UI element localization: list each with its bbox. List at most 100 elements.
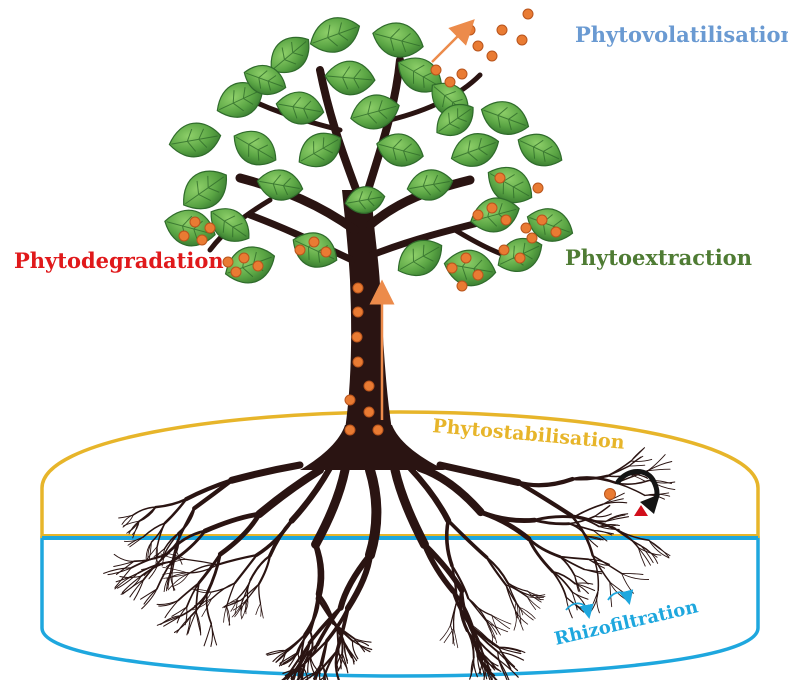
root [630,447,646,462]
root [516,476,575,488]
root [171,606,188,617]
root [187,563,219,575]
root [498,646,512,670]
root [505,584,520,608]
root [323,676,325,680]
root [113,553,135,562]
root [497,651,525,661]
root [185,558,219,566]
leaf [256,169,304,201]
leaf-vein [489,173,530,199]
root [648,539,670,559]
root [446,518,489,560]
transport-arrows [369,19,475,420]
root [173,615,192,634]
root [231,601,243,618]
root [165,559,187,567]
root [211,582,236,600]
root [482,653,499,667]
pollutant-particle-icon [352,306,364,318]
root [176,615,192,634]
root [637,547,651,566]
root [526,596,541,609]
root [453,627,459,649]
root [591,554,623,575]
root [222,600,242,609]
root [184,478,234,502]
root [526,596,545,598]
pollutant-particle-icon [372,424,384,436]
root [390,465,429,549]
root [205,592,213,625]
leaf [376,133,424,167]
pollutant-particle-icon [178,230,190,242]
root [272,650,289,662]
root [162,567,188,574]
root [640,545,654,564]
root [647,468,671,472]
leaf-vein [347,191,382,210]
root [115,560,135,575]
pollutant-particle-icon [460,252,472,264]
root [365,465,382,560]
leaf-vein [433,86,466,114]
pollutant-particle-icon [520,222,532,234]
root [202,511,262,534]
curved-arrow-icon [607,589,634,605]
root [282,652,298,664]
root [450,624,454,645]
root [573,503,604,518]
pollutant-particle-icon [522,8,534,20]
leaf-vein [259,174,300,196]
root [223,605,227,623]
root [249,554,271,582]
root [558,555,590,561]
root [163,614,183,627]
leaf [406,169,454,201]
root [311,465,350,549]
root [316,597,339,629]
root [233,554,258,584]
leaf-vein [399,244,440,270]
triangle-icon [634,505,648,516]
root [154,497,188,509]
root [156,599,179,605]
root [558,555,576,577]
root [498,646,526,654]
label-phytodegradation: Phytodegradation [14,248,224,273]
leaf-vein [483,107,526,131]
root [341,652,349,674]
leaf [275,91,325,125]
root [164,529,207,557]
root [574,583,589,595]
root [586,535,602,541]
root [551,570,576,585]
leaf-vein [171,128,218,152]
root [143,588,158,605]
root [297,660,306,680]
root [244,583,260,602]
leaf-vein [246,70,284,91]
root [315,605,343,647]
root [591,554,611,583]
root [344,552,373,612]
leaf [450,133,500,167]
root [507,582,529,592]
root [416,464,485,517]
root [604,514,626,523]
root [527,590,542,601]
root [505,584,528,598]
root [133,554,167,563]
root [171,570,175,592]
root [312,663,323,680]
root [583,568,604,573]
root [286,633,306,652]
root [421,541,456,594]
root [210,623,213,648]
root [518,606,522,625]
root [240,600,246,616]
leaf-vein [438,108,471,132]
leaf-vein [374,28,421,53]
root [587,558,611,565]
